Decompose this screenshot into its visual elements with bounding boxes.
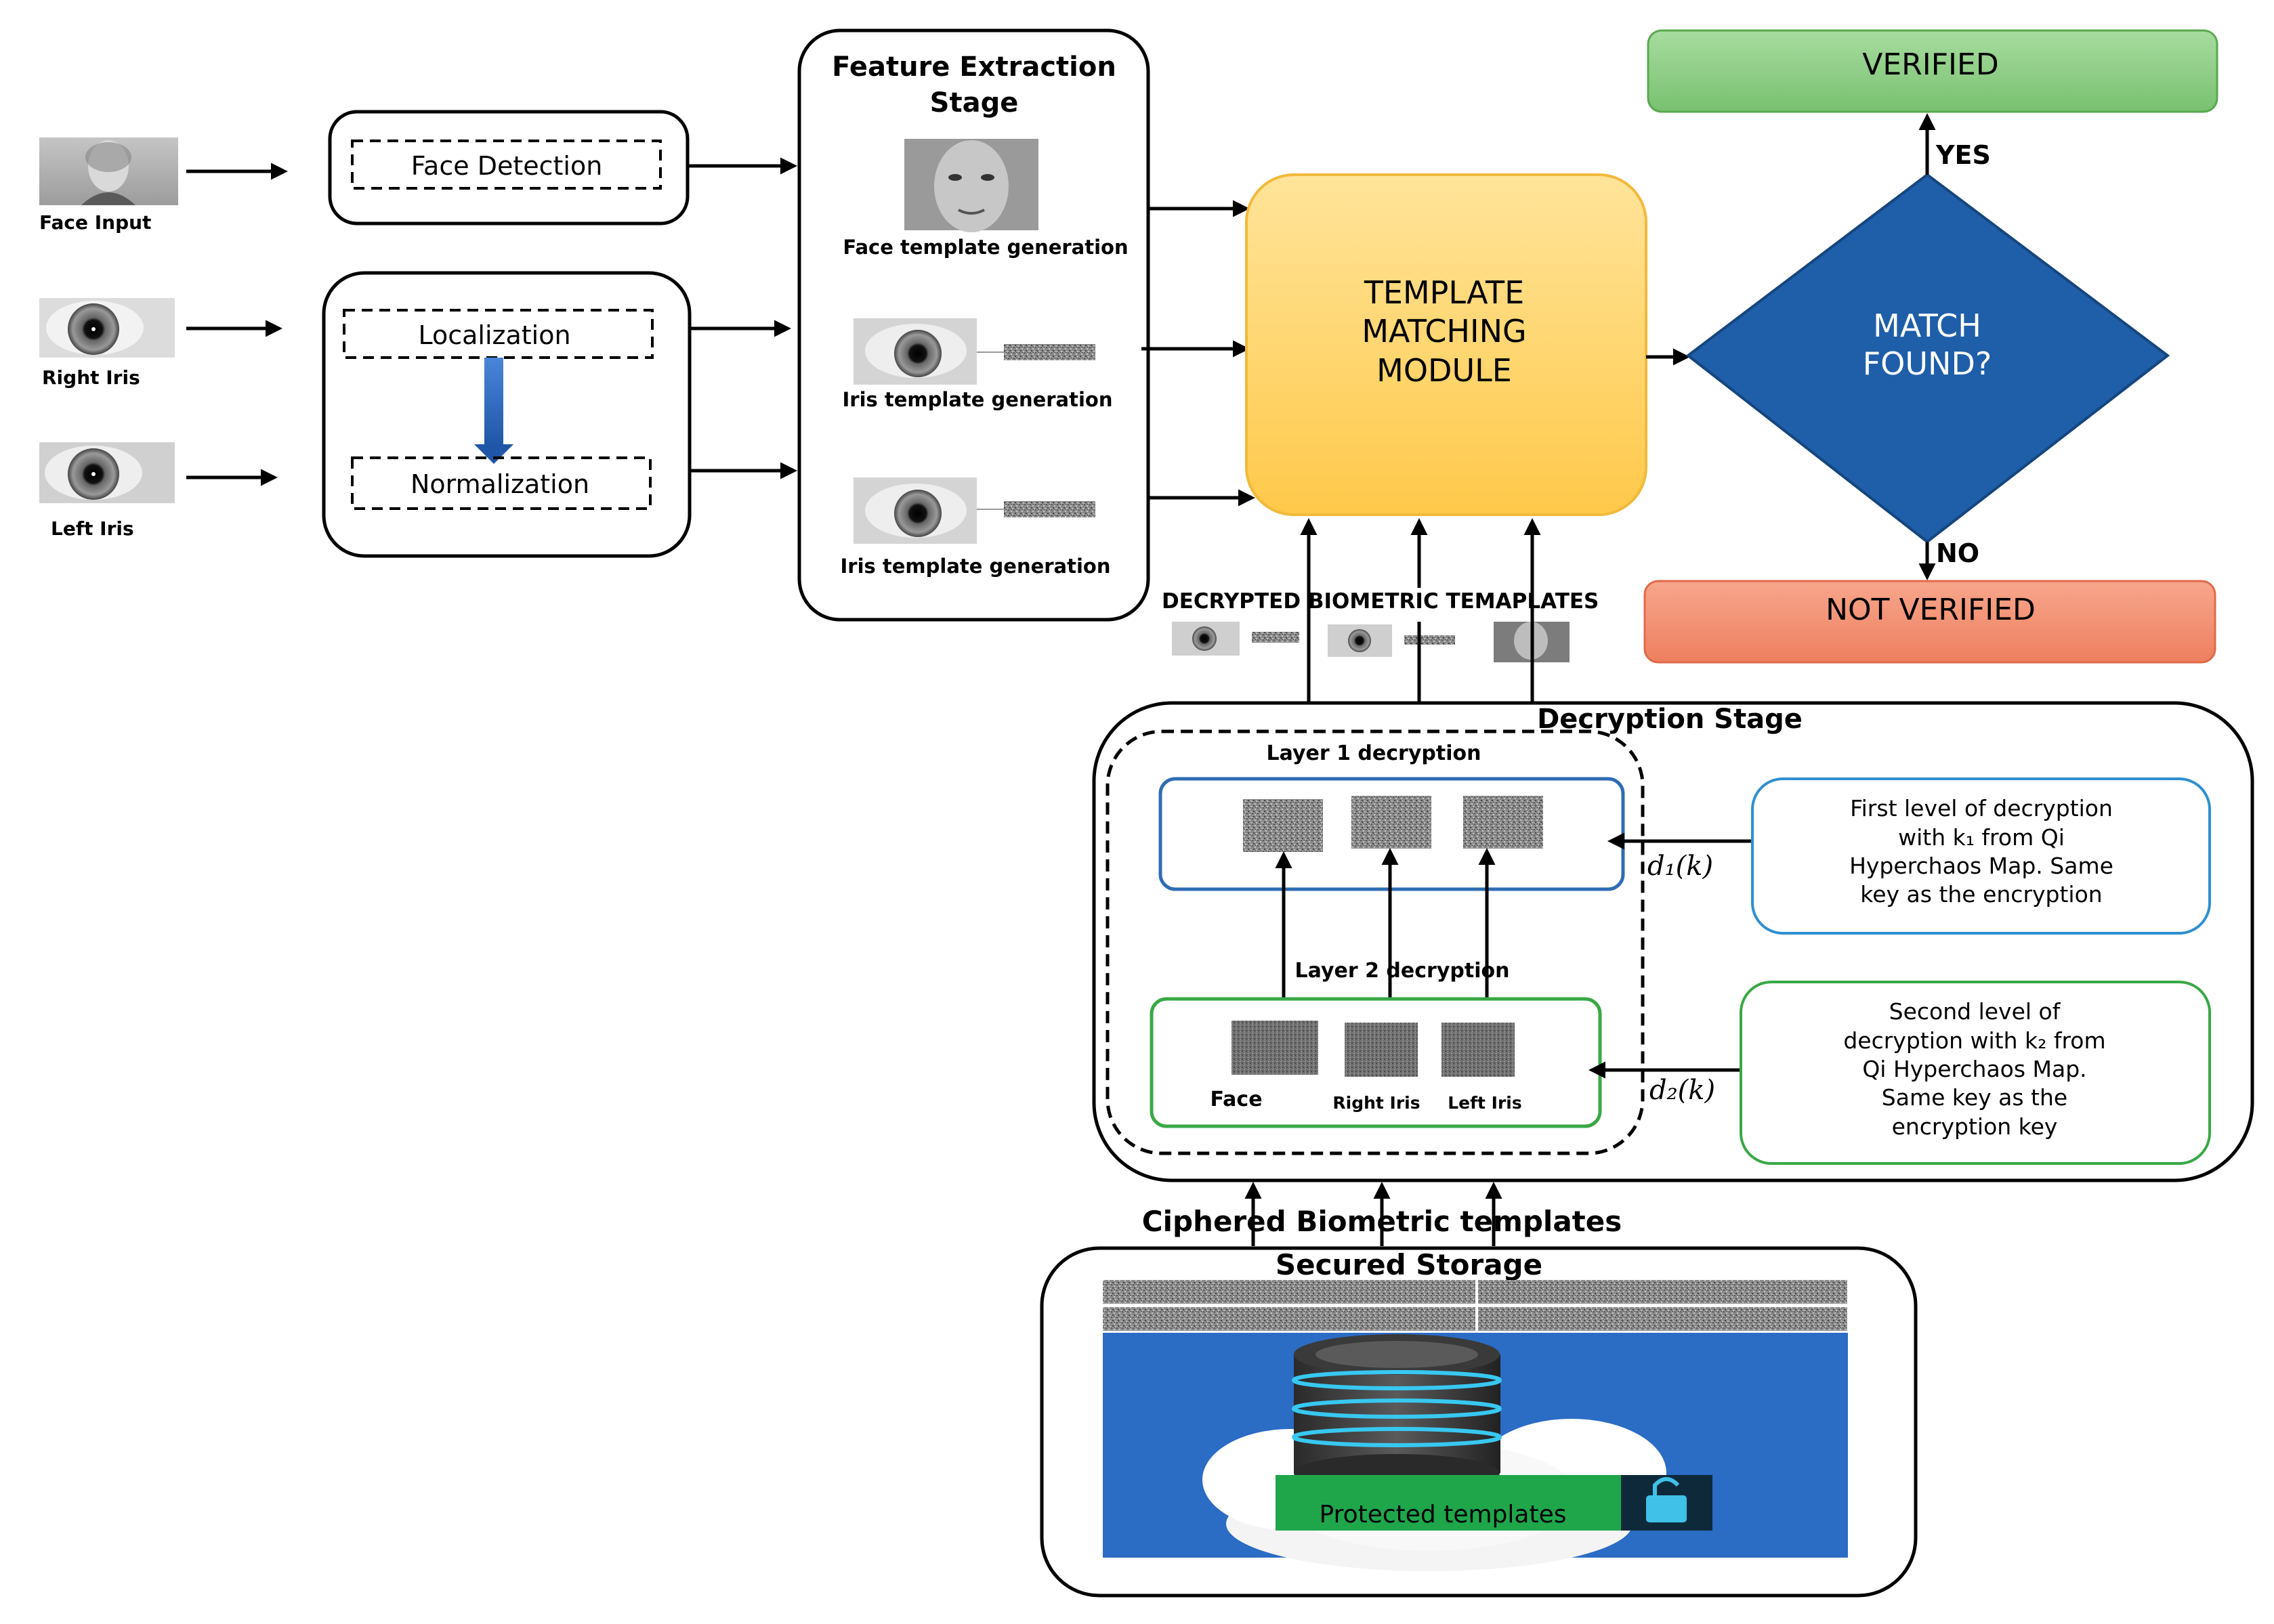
normalization-box	[351, 456, 652, 510]
layer1-cipher-3	[1463, 796, 1543, 849]
lock-icon	[1621, 1475, 1712, 1531]
protected-templates-label: Protected templates	[1320, 1501, 1567, 1529]
decryption-layers-dashed	[1106, 729, 1645, 1155]
note2-line3: Qi Hyperchaos Map.	[1862, 1056, 2086, 1082]
left-iris-label: Left Iris	[51, 517, 134, 540]
note1-line3: Hyperchaos Map. Same	[1849, 853, 2113, 879]
yes-label: YES	[1935, 140, 1991, 170]
d1-label: d₁(k)	[1647, 851, 1713, 882]
template-matching-module	[1245, 173, 1647, 516]
layer1-cipher-2	[1351, 796, 1431, 849]
layer2-face-label: Face	[1210, 1088, 1262, 1111]
matching-line1: TEMPLATE	[1364, 274, 1524, 311]
verified-box	[1647, 29, 2218, 113]
layer2-left-iris-label: Left Iris	[1448, 1093, 1522, 1113]
layer2-label: Layer 2 decryption	[1295, 959, 1510, 983]
feature-title-line2: Stage	[930, 87, 1019, 119]
decryption-stage-title: Decryption Stage	[1537, 704, 1803, 735]
feature-title-line1: Feature Extraction	[832, 51, 1116, 83]
layer2-cipher-face	[1231, 1021, 1318, 1075]
face-input-label: Face Input	[39, 211, 151, 234]
ciphered-strips	[1103, 1280, 1847, 1331]
layer1-label: Layer 1 decryption	[1267, 742, 1481, 765]
note1-line4: key as the encryption	[1860, 881, 2102, 907]
layer1-cipher-1	[1243, 799, 1323, 852]
iris-template-caption-1: Iris template generation	[842, 388, 1112, 411]
right-iris-image	[39, 298, 175, 358]
ciphered-templates-label: Ciphered Biometric templates	[1142, 1205, 1622, 1238]
database-icon	[1292, 1334, 1502, 1492]
note1-line2: with k₁ from Qi	[1898, 824, 2065, 851]
decrypted-iris-1	[1172, 622, 1299, 656]
face-template-caption: Face template generation	[843, 236, 1128, 259]
no-label: NO	[1936, 538, 1979, 568]
decrypted-templates-label: DECRYPTED BIOMETRIC TEMAPLATES	[1162, 589, 1599, 614]
layer2-cipher-right	[1345, 1023, 1418, 1077]
face-detection-box	[351, 140, 662, 190]
iris-preprocessing-container	[322, 271, 692, 558]
matching-line3: MODULE	[1376, 352, 1512, 389]
d2-label: d₂(k)	[1649, 1075, 1715, 1106]
matching-line2: MATCHING	[1362, 313, 1526, 349]
layer2-cipher-left	[1441, 1023, 1515, 1077]
note2-line5: encryption key	[1892, 1113, 2058, 1140]
note2-line1: Second level of	[1889, 998, 2061, 1025]
decision-line2: FOUND?	[1863, 345, 1992, 382]
localization-label: Localization	[418, 320, 570, 350]
note2-line2: decryption with k₂ from	[1843, 1027, 2105, 1054]
not-verified-box	[1643, 580, 2216, 664]
decision-line1: MATCH	[1873, 307, 1981, 344]
note2-line4: Same key as the	[1882, 1084, 2067, 1111]
face-input-image	[39, 137, 178, 205]
iris-template-image-2	[854, 477, 1095, 544]
protected-templates-banner	[1276, 1475, 1623, 1531]
verified-label: VERIFIED	[1862, 47, 1998, 82]
right-iris-label: Right Iris	[42, 366, 140, 389]
localization-box	[343, 309, 654, 359]
normalization-label: Normalization	[410, 469, 589, 499]
localization-to-normalization-arrow	[474, 358, 513, 464]
left-iris-image	[39, 442, 175, 503]
note2-box	[1740, 981, 2211, 1165]
secured-storage-title: Secured Storage	[1276, 1248, 1542, 1281]
face-template-image	[904, 139, 1038, 232]
iris-template-caption-2: Iris template generation	[840, 555, 1110, 578]
note1-box	[1751, 777, 2211, 935]
layer2-right-iris-label: Right Iris	[1332, 1093, 1420, 1113]
not-verified-label: NOT VERIFIED	[1826, 593, 2036, 627]
note1-line1: First level of decryption	[1850, 795, 2113, 821]
decrypted-iris-2	[1328, 624, 1455, 657]
face-detection-label: Face Detection	[411, 151, 603, 181]
iris-template-image-1	[854, 318, 1095, 385]
